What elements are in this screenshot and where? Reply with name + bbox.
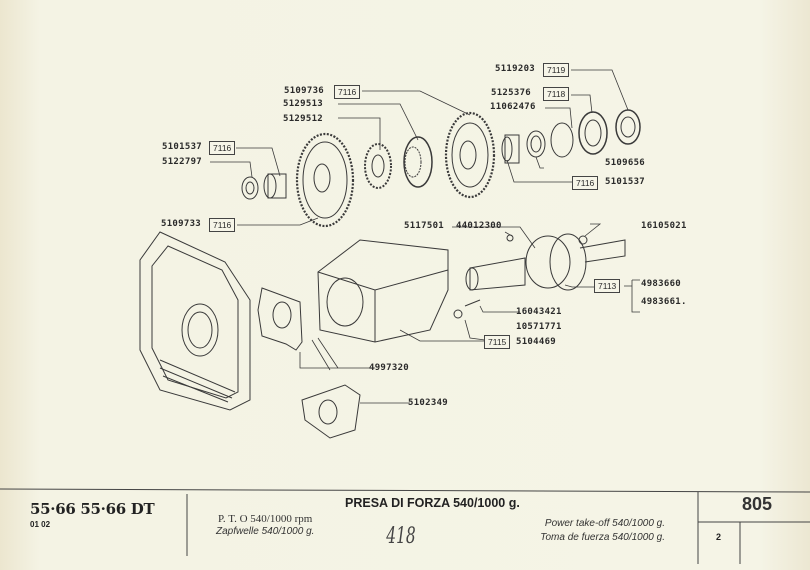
german-title: Zapfwelle 540/1000 g. [216,526,315,537]
part-number: 4983661. [641,297,687,307]
ref-box: 7115 [484,335,511,349]
part-number: 16043421 [516,307,562,317]
pto-line: P. T. O 540/1000 rpm [218,513,313,525]
part-number: 5119203 [495,64,536,74]
sheet-number: 2 [716,532,722,542]
part-number: 5129513 [283,99,324,109]
ref-box: 7116 [209,218,236,232]
lever [301,384,361,439]
ref-box: 7116 [334,85,361,99]
part-number: 5109733 [161,219,202,229]
part-number: 11062476 [490,102,536,112]
ref-box: 7116 [572,176,599,190]
spanish-title: Toma de fuerza 540/1000 g. [540,532,665,543]
part-number: 5125376 [491,88,532,98]
housing-cover [139,231,251,411]
handwritten-number: 418 [386,524,416,549]
gear-small-pair [364,136,433,189]
part-number: 5117501 [404,221,445,231]
gear-large-left [295,132,355,228]
part-number: 5129512 [283,114,324,124]
model-variants: 01 02 [30,520,51,529]
ref-box: 7119 [543,63,570,77]
title-block [0,488,810,564]
screw-washer [453,299,481,319]
part-number: 5101537 [605,177,646,187]
ref-box: 7113 [594,279,621,293]
page-number: 805 [742,494,773,514]
bushing-left [241,173,287,200]
ref-box: 7118 [543,87,570,101]
part-number: 5109656 [605,158,646,168]
gear-large-right [444,111,496,199]
part-number: 5109736 [284,86,325,96]
part-number: 44012300 [456,221,502,231]
part-number: 5102349 [408,398,449,408]
part-number: 16105021 [641,221,687,231]
ref-box: 7116 [209,141,236,155]
part-number: 10571771 [516,322,562,332]
part-number: 5101537 [162,142,203,152]
section-title: PRESA DI FORZA 540/1000 g. [345,496,520,510]
gasket [257,287,303,351]
english-title: Power take-off 540/1000 g. [544,518,665,529]
part-number: 5104469 [516,337,557,347]
part-number: 5122797 [162,157,203,167]
part-number: 4997320 [369,363,410,373]
leader-lines [210,69,640,404]
part-number: 4983660 [641,279,682,289]
model-numbers: 55·66 55·66 DT [30,500,155,518]
guard-shield [317,239,449,343]
